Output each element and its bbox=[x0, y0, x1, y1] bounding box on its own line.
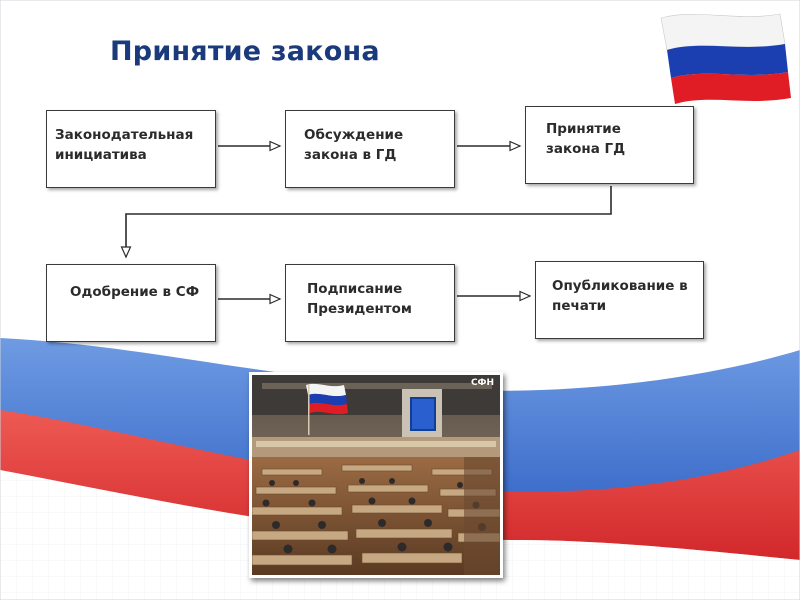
step-node-discussion: Обсуждение закона в ГД bbox=[285, 110, 455, 188]
step-label-discussion: Обсуждение закона в ГД bbox=[304, 127, 404, 163]
arrowhead-4 bbox=[269, 293, 282, 305]
arrowhead-1 bbox=[269, 140, 282, 152]
photo-watermark: СФН bbox=[470, 378, 494, 388]
step-node-publication: Опубликование в печати bbox=[535, 261, 704, 339]
step-node-approval: Одобрение в СФ bbox=[46, 264, 216, 342]
duma-session-photo: СФН bbox=[249, 372, 503, 578]
step-label-signing: Подписание Президентом bbox=[307, 281, 412, 317]
step-label-publication: Опубликование в печати bbox=[552, 278, 688, 314]
arrowhead-5 bbox=[519, 290, 532, 302]
step-label-initiative: Законодательная инициатива bbox=[55, 127, 194, 163]
arrowhead-3 bbox=[120, 246, 132, 259]
step-label-adoption: Принятие закона ГД bbox=[546, 121, 626, 157]
step-node-signing: Подписание Президентом bbox=[285, 264, 455, 342]
arrowhead-2 bbox=[509, 140, 522, 152]
step-node-adoption: Принятие закона ГД bbox=[525, 106, 694, 184]
slide-title: Принятие закона bbox=[110, 36, 380, 67]
step-node-initiative: Законодательная инициатива bbox=[46, 110, 216, 188]
step-label-approval: Одобрение в СФ bbox=[70, 284, 200, 300]
connector-3 bbox=[125, 186, 612, 257]
